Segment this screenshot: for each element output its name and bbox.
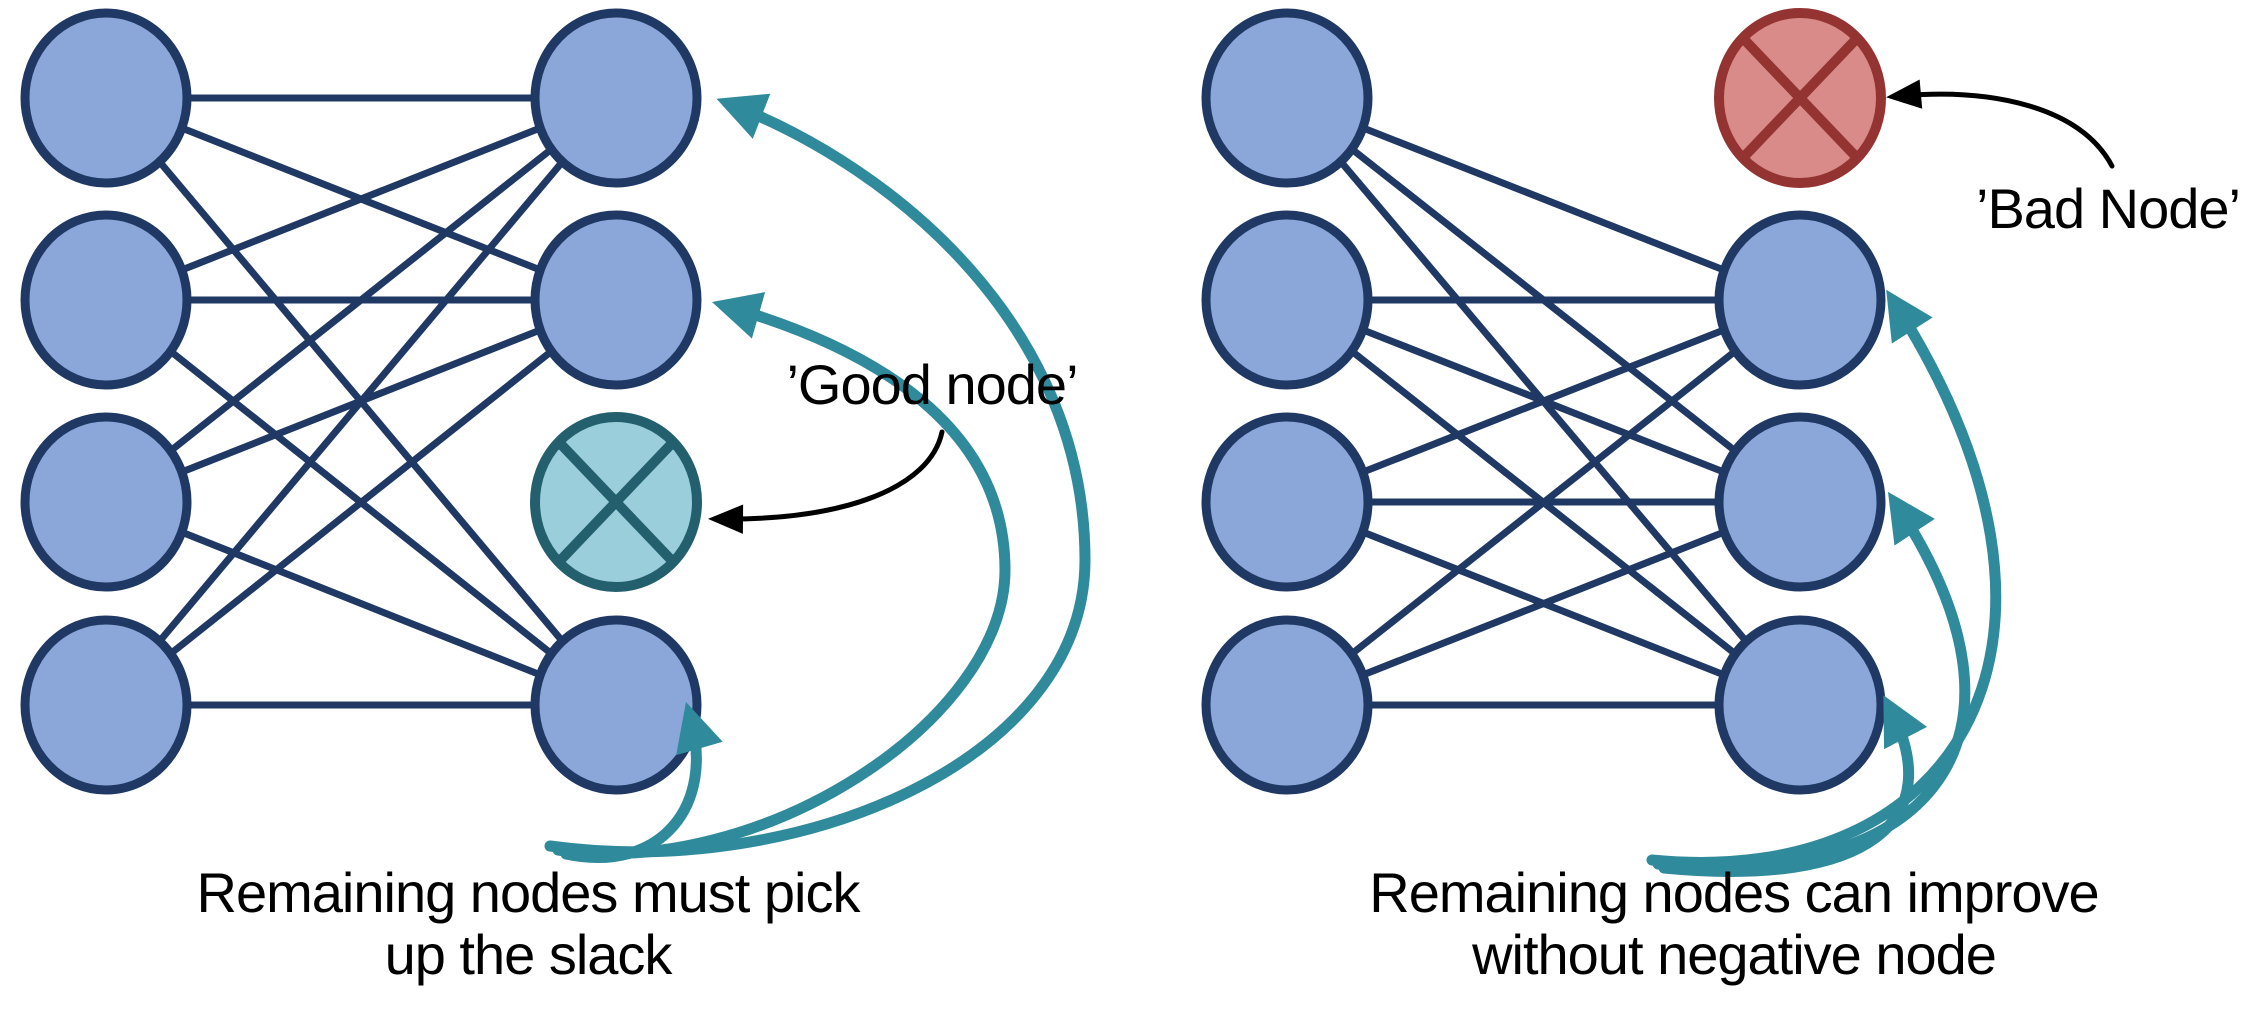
right-caption-line2: without negative node [1472, 923, 1997, 986]
edge-line [1285, 498, 1802, 709]
output-node [1714, 615, 1886, 795]
edge-line [103, 95, 619, 708]
bad-node-dropped-group [1201, 8, 2115, 877]
left-caption-line1: Remaining nodes must pick [196, 861, 861, 924]
teal-highlight-arrow [560, 702, 723, 864]
output-node [530, 8, 702, 188]
teal-highlight-arrow [1658, 695, 1928, 877]
input-node [1201, 210, 1373, 390]
bad-node-label: ’Bad Node’ [1976, 177, 2241, 240]
output-node [530, 210, 702, 390]
edge-line [104, 498, 618, 709]
teal-highlight-arrow [552, 292, 1011, 860]
edge-line [1284, 95, 1803, 505]
edge-line [103, 297, 619, 708]
annotation-arrow [1886, 79, 2115, 169]
input-node [20, 412, 192, 592]
left-caption: Remaining nodes must pick up the slack [196, 861, 861, 986]
edge-line [1285, 94, 1802, 304]
teal-highlight-arrow [544, 93, 1091, 858]
output-node [530, 615, 702, 795]
output-node [1714, 210, 1886, 390]
input-node [20, 8, 192, 188]
annotation-arrow [708, 429, 945, 534]
edge-line [1284, 297, 1803, 708]
good-node-dropped-group [20, 8, 1091, 864]
good-node-label: ’Good node’ [786, 353, 1078, 416]
input-node [20, 210, 192, 390]
output-node [1714, 412, 1886, 592]
x-mark-line [1738, 34, 1862, 162]
left-caption-line2: up the slack [384, 923, 673, 986]
teal-highlight-arrow [1646, 289, 2002, 868]
teal-highlight-arrow [1652, 491, 1971, 873]
edge-line [104, 94, 618, 304]
input-node [1201, 8, 1373, 188]
right-caption-line1: Remaining nodes can improve [1369, 861, 2099, 924]
edge-line [1284, 95, 1803, 708]
input-node [20, 615, 192, 795]
right-caption: Remaining nodes can improve without nega… [1369, 861, 2099, 986]
input-node [1201, 615, 1373, 795]
input-node [1201, 412, 1373, 592]
x-mark-line [554, 438, 678, 566]
